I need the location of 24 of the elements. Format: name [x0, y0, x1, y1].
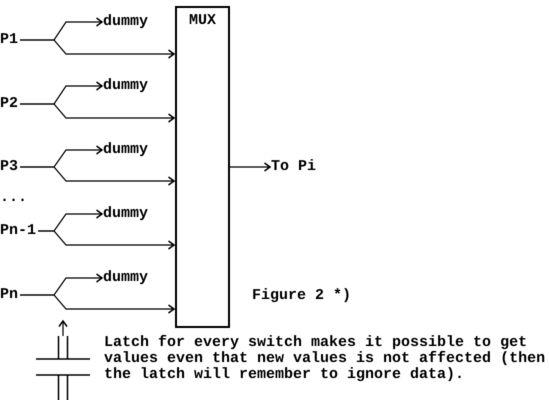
output-label: dummy — [103, 206, 148, 222]
input-label: P3 — [0, 159, 18, 175]
output-label: To Pi — [271, 159, 316, 175]
ellipsis-text: ... — [0, 190, 28, 206]
box-title: MUX — [188, 13, 216, 29]
output-label: dummy — [103, 78, 148, 94]
input-label: P1 — [0, 32, 18, 48]
note-text: Latch for every switch makes it possible to get values even that new values is not affected (then the latch will remember to ignore data). — [104, 335, 546, 383]
output-label: dummy — [103, 142, 148, 158]
arrow — [38, 230, 175, 250]
arrow — [58, 320, 68, 336]
output-label: dummy — [103, 14, 148, 30]
input-label: Pn-1 — [0, 223, 36, 239]
input-label: P2 — [0, 96, 18, 112]
input-label: Pn — [0, 287, 18, 303]
arrow — [230, 162, 271, 172]
figure-caption: Figure 2 *) — [252, 288, 352, 304]
arrow — [20, 39, 175, 59]
latch-symbol — [36, 336, 90, 400]
arrow — [20, 294, 175, 314]
output-label: dummy — [103, 270, 148, 286]
mux-box — [175, 6, 230, 328]
arrow — [20, 103, 175, 123]
arrow — [20, 166, 175, 186]
